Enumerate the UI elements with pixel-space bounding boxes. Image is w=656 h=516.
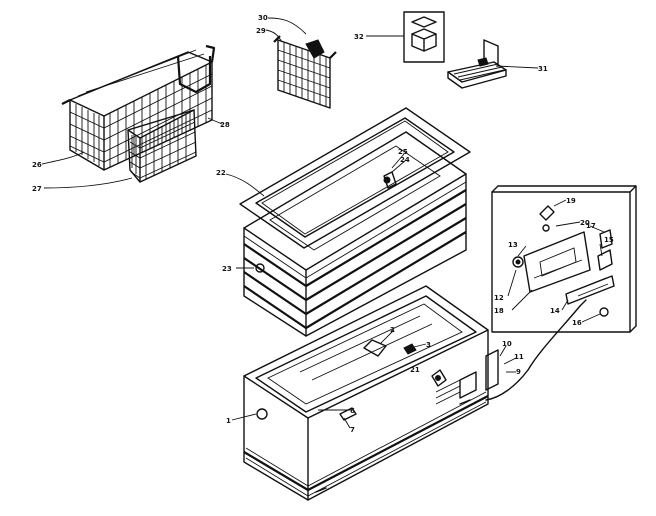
callout-23: 23 <box>222 265 232 273</box>
callout-31: 31 <box>538 65 548 73</box>
large-wire-basket <box>61 44 216 171</box>
callout-32: 32 <box>354 33 364 41</box>
callout-28: 28 <box>220 121 230 129</box>
callout-3: 3 <box>426 341 431 349</box>
callout-26: 26 <box>32 161 42 169</box>
callout-11: 11 <box>514 353 524 361</box>
ice-container-box <box>403 11 445 63</box>
callout-21: 21 <box>410 366 420 374</box>
callout-labels: 30 29 32 31 28 26 27 22 25 24 23 1 3 2 6… <box>32 14 614 434</box>
callout-10: 10 <box>502 340 512 348</box>
callout-16: 16 <box>572 319 582 327</box>
callout-22: 22 <box>216 169 226 177</box>
callout-15: 15 <box>604 236 614 244</box>
evaporator-liner <box>243 131 467 337</box>
freezer-cabinet <box>243 285 499 501</box>
callout-25: 25 <box>398 148 408 156</box>
callout-1: 1 <box>226 417 231 425</box>
lid-gasket-frame <box>239 107 471 249</box>
control-panel-inset <box>491 185 637 333</box>
callout-9: 9 <box>516 368 521 376</box>
small-wire-basket <box>127 109 197 183</box>
callout-24: 24 <box>400 156 410 164</box>
callout-27: 27 <box>32 185 42 193</box>
callout-20: 20 <box>580 219 590 227</box>
wire-divider <box>273 35 337 109</box>
callout-6: 6 <box>350 407 355 415</box>
shelf-rack <box>447 39 507 89</box>
callout-19: 19 <box>566 197 576 205</box>
callout-29: 29 <box>256 27 266 35</box>
leader-lines <box>41 17 605 429</box>
callout-12: 12 <box>494 294 504 302</box>
callout-18: 18 <box>494 307 504 315</box>
callout-30: 30 <box>258 14 268 22</box>
callout-17: 17 <box>586 222 596 230</box>
callout-7: 7 <box>350 426 355 434</box>
callout-13: 13 <box>508 241 518 249</box>
callout-2: 2 <box>390 326 395 334</box>
connecting-cord <box>485 305 581 401</box>
callout-14: 14 <box>550 307 560 315</box>
